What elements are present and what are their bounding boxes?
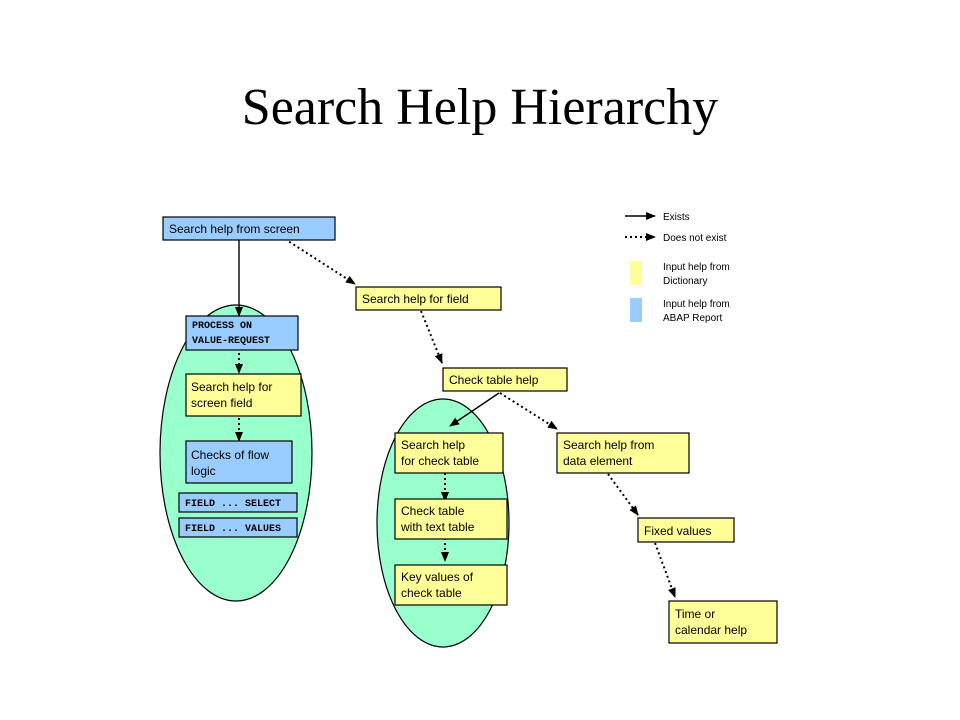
node-label: Search help — [401, 438, 465, 452]
node-process-on-value-request: PROCESS ON VALUE-REQUEST — [185, 315, 299, 351]
node-search-help-for-screen-field: Search help for screen field — [185, 373, 302, 417]
node-search-help-from-screen: Search help from screen — [162, 216, 336, 241]
node-label: data element — [563, 454, 633, 468]
legend-dictionary-label: Dictionary — [663, 276, 707, 287]
node-label: check table — [401, 586, 462, 600]
node-label: Fixed values — [644, 524, 711, 538]
legend-dictionary-label: Input help from — [663, 262, 730, 273]
node-label: PROCESS ON — [192, 321, 252, 332]
legend-dictionary-swatch — [630, 261, 642, 285]
node-search-help-from-data-element: Search help from data element — [556, 432, 690, 474]
legend-exists-label: Exists — [663, 212, 690, 223]
arrow-checktable-to-forchecktable — [449, 392, 500, 427]
legend-abap-report-label: Input help from — [663, 299, 730, 310]
arrow-field-to-checktable — [420, 310, 443, 364]
search-help-diagram: Search help from screen PROCESS ON VALUE… — [155, 197, 785, 659]
node-search-help-for-check-table: Search help for check table — [394, 432, 504, 474]
node-label: Check table — [401, 504, 465, 518]
node-label: VALUE-REQUEST — [192, 336, 270, 347]
node-check-table-help: Check table help — [442, 367, 568, 392]
arrow-screen-to-field — [284, 238, 356, 285]
node-label: for check table — [401, 454, 479, 468]
node-label: Search help from — [563, 438, 654, 452]
node-label: Key values of — [401, 570, 474, 584]
legend-abap-report-swatch — [630, 298, 642, 322]
page-title: Search Help Hierarchy — [241, 79, 719, 136]
node-time-or-calendar-help: Time or calendar help — [668, 600, 778, 644]
node-label: logic — [191, 464, 216, 478]
node-label: Search help for — [191, 380, 272, 394]
node-label: FIELD ... SELECT — [185, 499, 281, 510]
node-fixed-values: Fixed values — [637, 517, 735, 543]
node-label: with text table — [400, 520, 475, 534]
legend: Exists Does not exist Input help from Di… — [625, 212, 730, 324]
node-field-select: FIELD ... SELECT — [178, 492, 298, 513]
node-search-help-for-field: Search help for field — [355, 286, 502, 311]
diagram-canvas: Search help from screen PROCESS ON VALUE… — [159, 212, 778, 648]
node-label: Search help from screen — [169, 222, 300, 236]
node-label: screen field — [191, 396, 252, 410]
arrow-dataelement-to-fixedvalues — [607, 473, 639, 516]
arrow-checktable-to-dataelement — [499, 392, 558, 430]
node-label: Search help for field — [362, 292, 469, 306]
node-check-table-with-text-table: Check table with text table — [394, 498, 508, 540]
arrow-fixedvalues-to-time — [654, 542, 676, 598]
node-label: FIELD ... VALUES — [185, 524, 281, 535]
node-key-values-of-check-table: Key values of check table — [394, 564, 508, 606]
node-checks-of-flow-logic: Checks of flow logic — [185, 440, 293, 484]
legend-not-exists-label: Does not exist — [663, 233, 727, 244]
legend-abap-report-label: ABAP Report — [663, 313, 723, 324]
node-label: calendar help — [675, 623, 747, 637]
node-label: Time or — [675, 607, 715, 621]
node-label: Check table help — [449, 373, 539, 387]
node-label: Checks of flow — [191, 448, 269, 462]
node-field-values: FIELD ... VALUES — [178, 517, 298, 538]
